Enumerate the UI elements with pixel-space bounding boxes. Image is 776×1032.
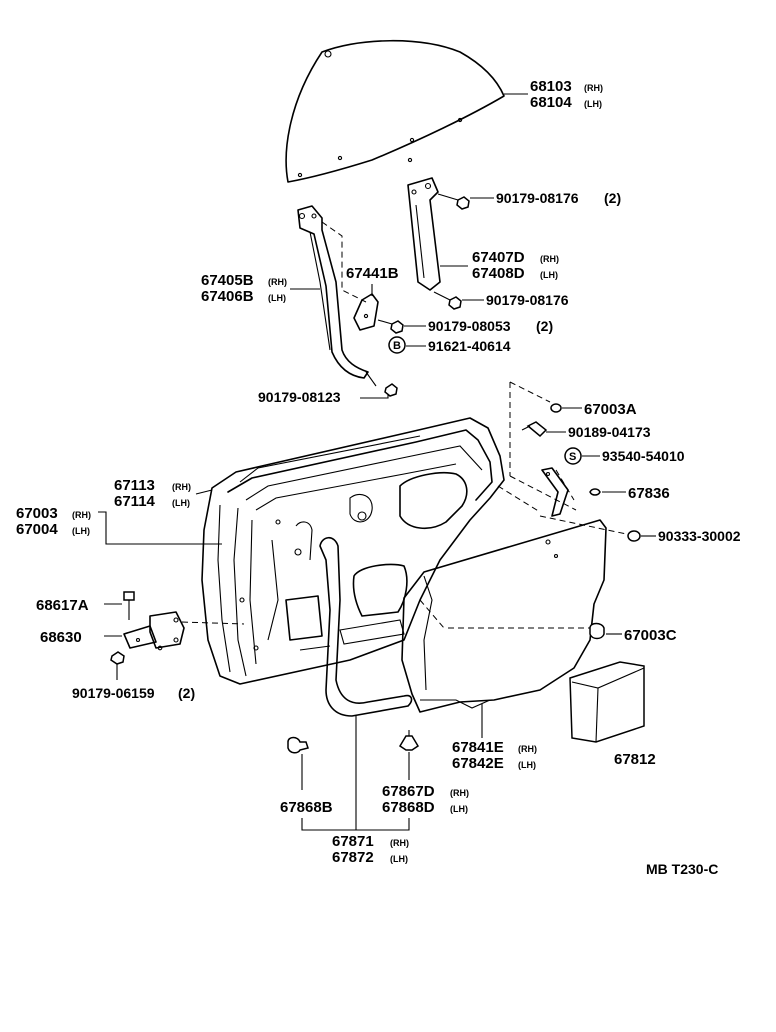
suffix-67842E: (LH)	[518, 760, 536, 770]
suffix-67841E: (RH)	[518, 744, 537, 754]
glass-channel-left	[297, 205, 369, 379]
clip-67867D	[398, 730, 420, 751]
suffix-67868D: (LH)	[450, 804, 468, 814]
bolt-90179-08123	[365, 371, 398, 397]
suffix-67406B: (LH)	[268, 293, 286, 303]
label-90179-06159: 90179-06159	[72, 685, 155, 701]
label-90179-08053: 90179-08053	[428, 318, 511, 334]
bolt-90179-08176-bottom	[448, 296, 462, 310]
circle-mark-s: S	[564, 447, 582, 465]
suffix-67405B: (RH)	[268, 277, 287, 287]
suffix-67871: (RH)	[390, 838, 409, 848]
qty-90179-08176-top: (2)	[604, 190, 621, 206]
label-67407D: 67407D	[472, 249, 525, 266]
mark-b-text: B	[393, 340, 401, 352]
suffix-67114: (LH)	[172, 498, 190, 508]
label-90179-08176-bottom: 90179-08176	[486, 292, 569, 308]
grommet-67836	[589, 488, 601, 496]
plug-90333-30002	[627, 530, 641, 542]
suffix-67113: (RH)	[172, 482, 191, 492]
label-67003A: 67003A	[584, 401, 637, 418]
label-90333-30002: 90333-30002	[658, 528, 741, 544]
clip-67003A	[550, 403, 562, 413]
suffix-67408D: (LH)	[540, 270, 558, 280]
label-67405B: 67405B	[201, 272, 254, 289]
suffix-67872: (LH)	[390, 854, 408, 864]
label-90179-08176-top: 90179-08176	[496, 190, 579, 206]
label-67004: 67004	[16, 521, 58, 538]
label-68103: 68103	[530, 78, 572, 95]
hinge-68630	[123, 611, 185, 651]
bolt-90179-06159	[110, 651, 125, 665]
label-67868D: 67868D	[382, 799, 435, 816]
bolt-90179-08176-top	[456, 196, 470, 210]
label-67408D: 67408D	[472, 265, 525, 282]
label-67114: 67114	[114, 493, 156, 510]
label-90189-04173: 90189-04173	[568, 424, 651, 440]
hinge-pin-68617A	[123, 591, 135, 620]
label-67812: 67812	[614, 751, 656, 768]
label-68617A: 68617A	[36, 597, 89, 614]
label-91621-40614: 91621-40614	[428, 338, 511, 354]
glass-channel-right	[407, 177, 441, 291]
label-67841E: 67841E	[452, 739, 504, 756]
door-weatherstrip	[319, 536, 413, 717]
door-shell	[201, 417, 505, 685]
label-67867D: 67867D	[382, 783, 435, 800]
qty-90179-08053: (2)	[536, 318, 553, 334]
label-67003: 67003	[16, 505, 58, 522]
suffix-68103: (RH)	[584, 83, 603, 93]
label-68104: 68104	[530, 94, 572, 111]
circle-mark-b: B	[388, 336, 406, 354]
pad-67812	[569, 661, 645, 743]
label-67836: 67836	[628, 485, 670, 502]
diagram-reference-code: MB T230-C	[646, 861, 718, 877]
screw-90189-04173	[521, 421, 548, 438]
door-glass	[285, 39, 505, 183]
label-68630: 68630	[40, 629, 82, 646]
label-67872: 67872	[332, 849, 374, 866]
door-trim-panel	[401, 519, 607, 713]
label-90179-08123: 90179-08123	[258, 389, 341, 405]
clip-67868B	[287, 736, 309, 754]
label-67441B: 67441B	[346, 265, 399, 282]
mark-s-text: S	[569, 451, 576, 463]
qty-90179-06159: (2)	[178, 685, 195, 701]
label-93540-54010: 93540-54010	[602, 448, 685, 464]
suffix-67407D: (RH)	[540, 254, 559, 264]
label-67842E: 67842E	[452, 755, 504, 772]
handle-bracket	[541, 467, 569, 517]
suffix-67004: (LH)	[72, 526, 90, 536]
label-67113: 67113	[114, 477, 155, 494]
bolt-90179-08053	[390, 320, 404, 334]
suffix-67867D: (RH)	[450, 788, 469, 798]
label-67406B: 67406B	[201, 288, 254, 305]
suffix-67003: (RH)	[72, 510, 91, 520]
bracket-67441B	[353, 293, 379, 331]
label-67871: 67871	[332, 833, 374, 850]
clip-67003C	[589, 622, 605, 640]
suffix-68104: (LH)	[584, 99, 602, 109]
label-67003C: 67003C	[624, 627, 677, 644]
label-67868B: 67868B	[280, 799, 333, 816]
